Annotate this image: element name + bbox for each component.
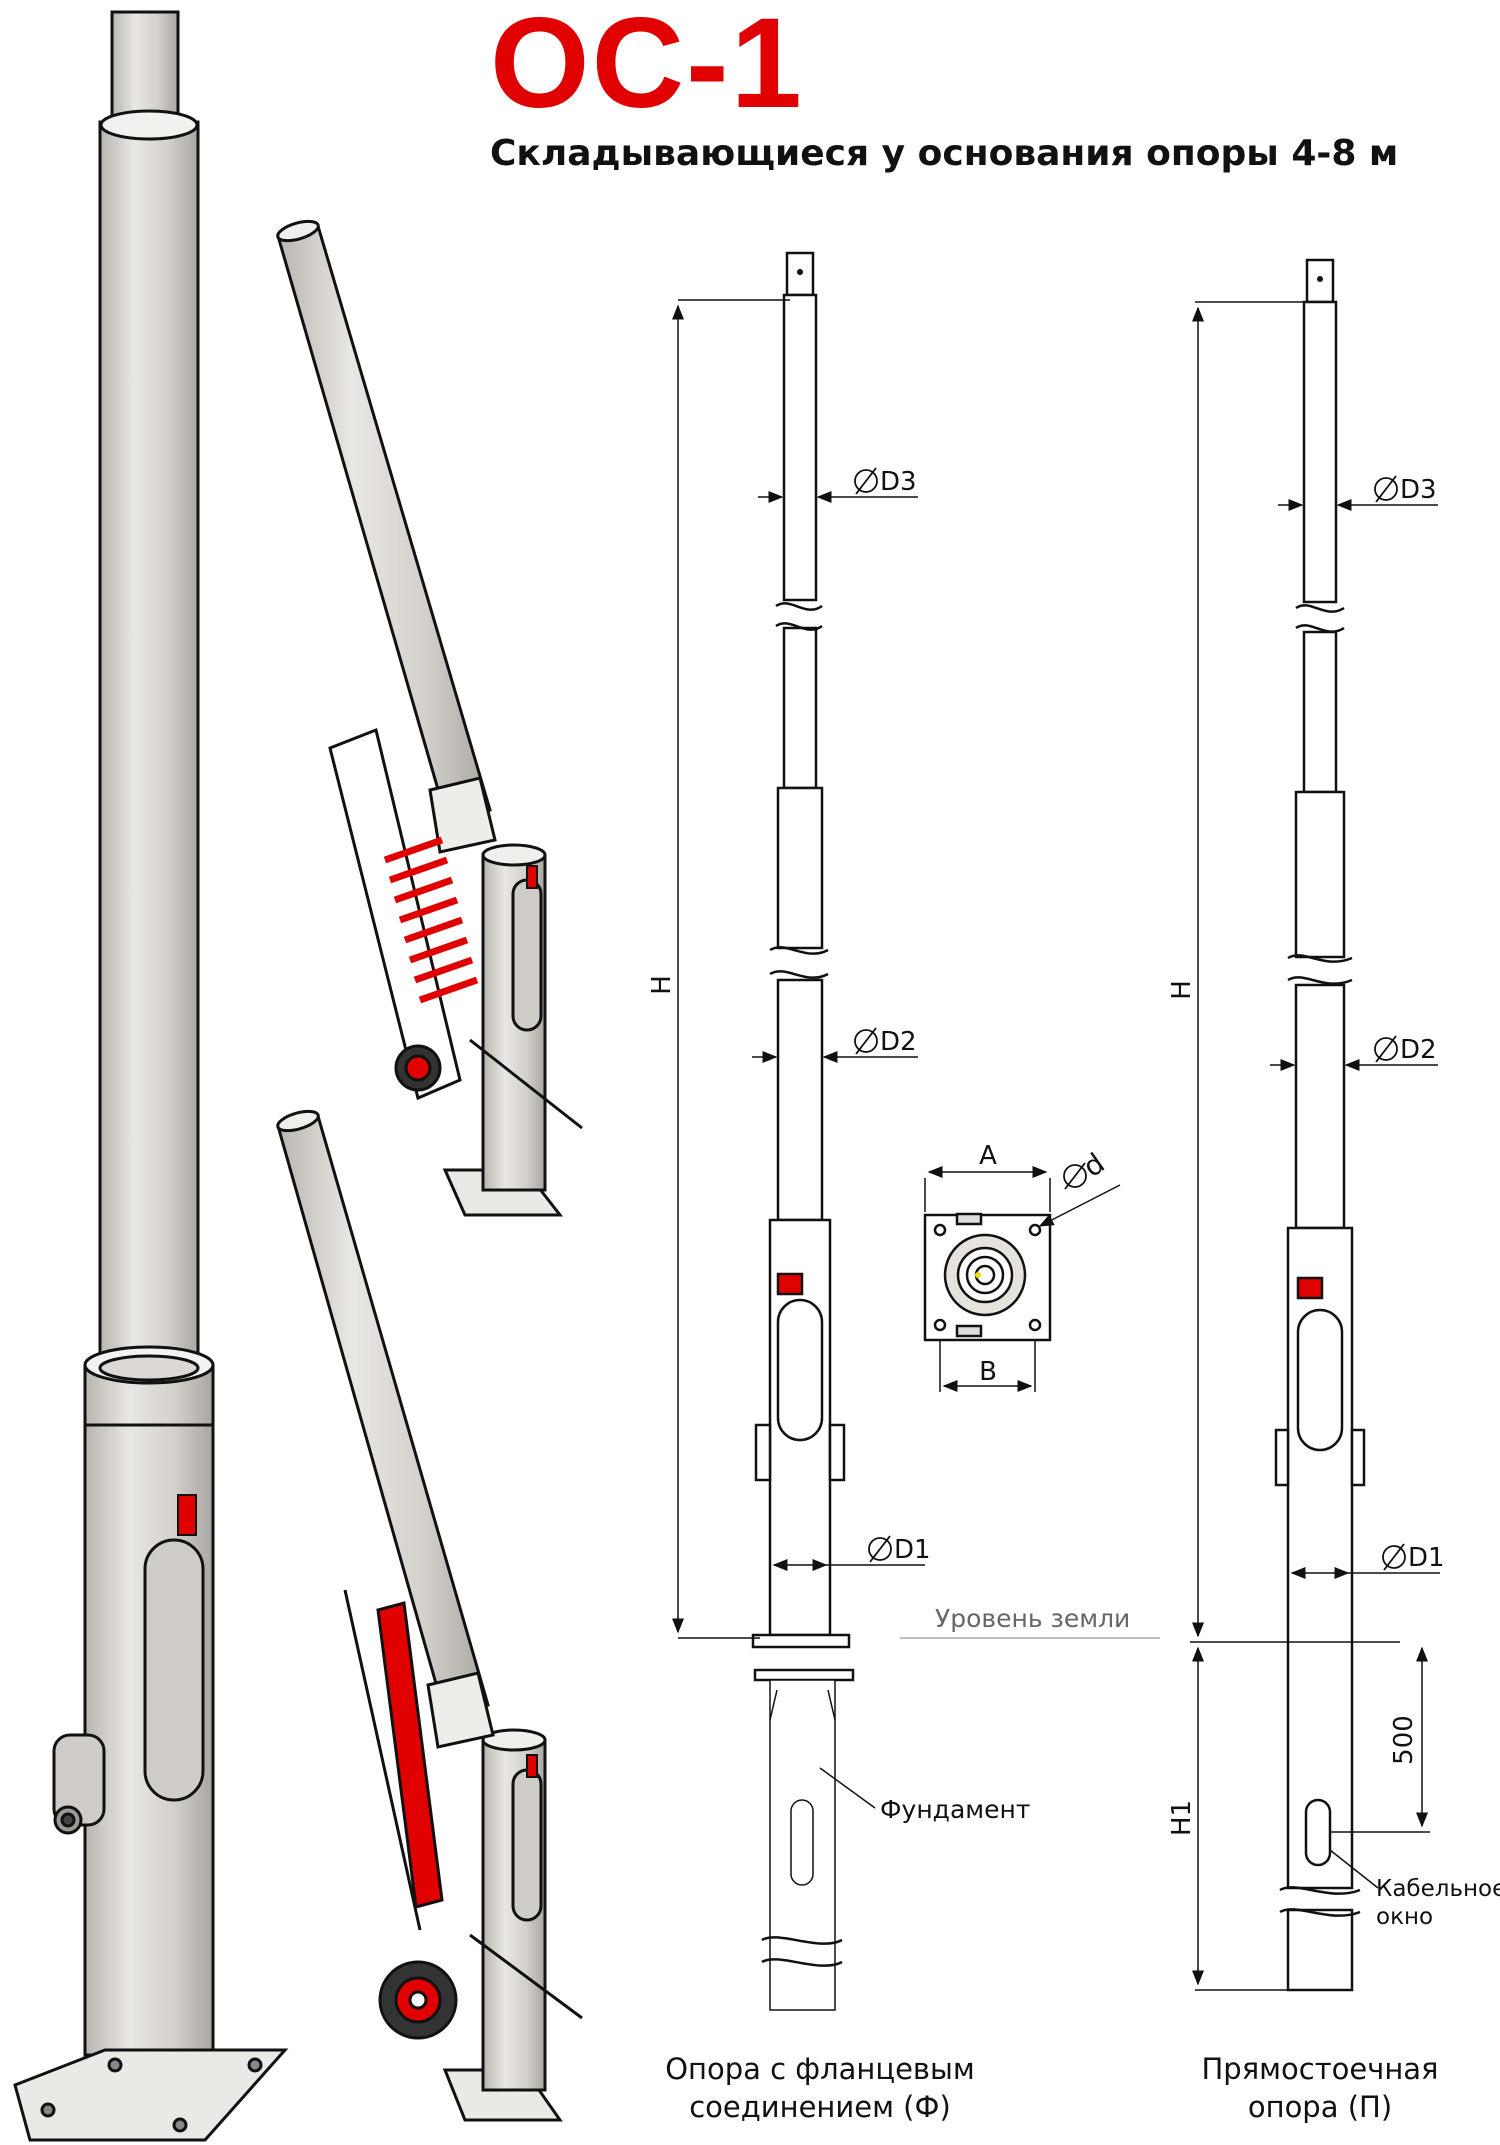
page-title: ОС-1 — [490, 0, 804, 135]
foundation-label: Фундамент — [880, 1795, 1030, 1824]
break-marks-flange — [761, 602, 843, 1967]
dim-a: A — [979, 1141, 997, 1171]
diameter-icon — [1374, 1035, 1398, 1063]
folding-pole-spring-illustration — [276, 219, 583, 1217]
dim-h1: H1 — [1167, 1800, 1197, 1836]
diameter-icon — [1063, 1162, 1087, 1190]
straight-pole-drawing — [1274, 258, 1366, 1992]
dim-h-left: H — [647, 975, 677, 995]
cable-window-label-1: Кабельное — [1376, 1876, 1500, 1902]
diameter-icon — [1374, 475, 1398, 503]
dim-h-right: H — [1167, 980, 1197, 1000]
dim-d3-right: D3 — [1400, 475, 1437, 505]
spring-icon — [383, 836, 479, 1004]
page-subtitle: Складывающиеся у основания опоры 4-8 м — [490, 133, 1399, 174]
large-pole-illustration — [13, 10, 289, 2142]
dimension-lines — [672, 299, 1440, 1991]
flange-pole-drawing — [751, 251, 855, 2011]
dim-d2-left: D2 — [880, 1027, 917, 1057]
caption-flange-line1: Опора с фланцевым — [665, 2052, 975, 2086]
dim-b: B — [979, 1357, 997, 1387]
dim-d1-right: D1 — [1408, 1543, 1445, 1573]
ground-level-label: Уровень земли — [935, 1604, 1130, 1633]
diameter-icon — [868, 1535, 892, 1563]
diameter-icon — [854, 467, 878, 495]
flange-top-view — [923, 1212, 1052, 1342]
break-marks-straight — [1279, 604, 1361, 1917]
dim-d2-right: D2 — [1400, 1035, 1437, 1065]
diameter-icon — [854, 1027, 878, 1055]
dim-d1-left: D1 — [894, 1535, 931, 1565]
caption-straight-line2: опора (П) — [1247, 2090, 1393, 2124]
diameter-icon — [1382, 1543, 1406, 1571]
dim-500: 500 — [1389, 1715, 1419, 1765]
caption-straight-pole: Прямостоечная опора (П) — [1160, 2050, 1480, 2126]
dim-d-hole: d — [1077, 1147, 1110, 1184]
dim-d3-left: D3 — [880, 467, 917, 497]
caption-flange-line2: соединением (Ф) — [689, 2090, 951, 2124]
caption-straight-line1: Прямостоечная — [1201, 2052, 1439, 2086]
caption-flange-pole: Опора с фланцевым соединением (Ф) — [640, 2050, 1000, 2126]
folding-pole-hydraulic-illustration — [276, 1109, 583, 2122]
cable-window-label-2: окно — [1376, 1904, 1433, 1930]
